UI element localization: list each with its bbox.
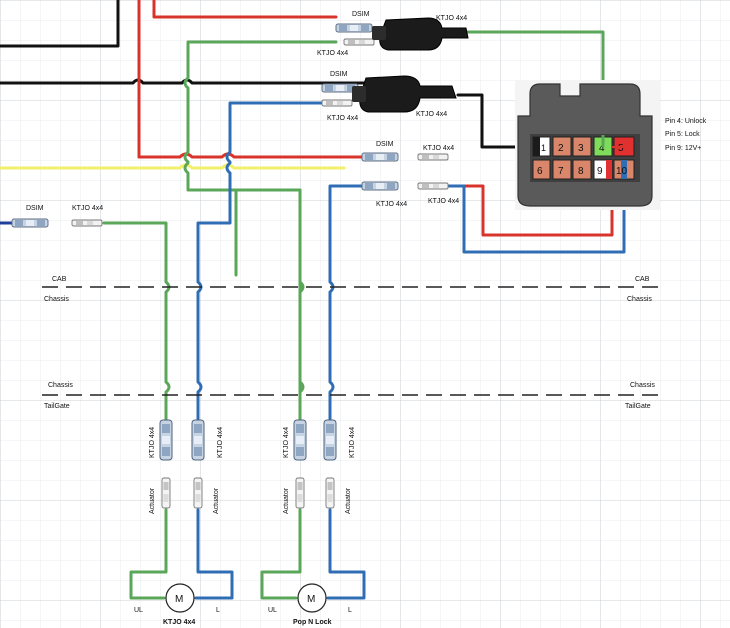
svg-text:9: 9 xyxy=(597,166,603,177)
ktjo-male-3 xyxy=(417,153,449,161)
zone-cab-left: CAB xyxy=(52,276,67,283)
svg-text:4: 4 xyxy=(599,143,605,154)
dsim-crimp-left xyxy=(11,218,49,228)
dsim-crimp-3 xyxy=(361,152,399,162)
vlabel-actuator-4: Actuator xyxy=(345,487,352,514)
label-ktjo-5: KTJO 4x4 xyxy=(423,145,454,152)
ktjo-crimp-v2 xyxy=(191,419,205,461)
label-ktjo-2: KTJO 4x4 xyxy=(317,50,348,57)
label-dsim-left: DSIM xyxy=(26,205,44,212)
vlabel-ktjo-3: KTJO 4x4 xyxy=(283,427,290,458)
actuator-male-v2 xyxy=(193,477,203,509)
wire-black-top xyxy=(0,0,120,48)
wire-black-pin1 xyxy=(0,78,542,149)
ktjo-male-1 xyxy=(343,38,375,46)
pinout-9: Pin 9: 12V+ xyxy=(665,145,701,152)
label-dsim-2: DSIM xyxy=(330,71,348,78)
label-dsim-1: DSIM xyxy=(352,11,370,18)
motor-popnlock-name: Pop N Lock xyxy=(293,619,332,626)
wire-blue-pin10 xyxy=(422,168,626,254)
dsim-crimp-1 xyxy=(335,23,373,33)
motor-popnlock-ul: UL xyxy=(268,607,277,614)
label-ktjo-4: KTJO 4x4 xyxy=(416,111,447,118)
ktjo-plug-2 xyxy=(352,75,457,113)
svg-text:8: 8 xyxy=(578,166,584,177)
ktjo-male-4 xyxy=(417,182,449,190)
svg-text:7: 7 xyxy=(558,166,564,177)
ktjo-crimp-v1 xyxy=(159,419,173,461)
zone-tailgate-right: TailGate xyxy=(625,403,651,410)
vlabel-ktjo-4: KTJO 4x4 xyxy=(349,427,356,458)
svg-text:6: 6 xyxy=(537,166,543,177)
wire-motor1-ul xyxy=(129,508,168,600)
pin-3: 3 xyxy=(572,136,592,157)
ktjo-plug-1 xyxy=(372,17,469,51)
vlabel-actuator-2: Actuator xyxy=(213,487,220,514)
motor-popnlock: M xyxy=(297,583,327,613)
zone-chassis-left-2: Chassis xyxy=(48,382,73,389)
wire-yellow xyxy=(0,163,346,170)
actuator-male-v3 xyxy=(295,477,305,509)
vlabel-actuator-1: Actuator xyxy=(149,487,156,514)
label-ktjo-left: KTJO 4x4 xyxy=(72,205,103,212)
svg-text:5: 5 xyxy=(618,143,624,154)
wire-green-main xyxy=(183,40,338,422)
zone-chassis-right-2: Chassis xyxy=(630,382,655,389)
label-ktjo-1: KTJO 4x4 xyxy=(436,15,467,22)
vlabel-actuator-3: Actuator xyxy=(283,487,290,514)
dsim-crimp-4 xyxy=(361,181,399,191)
wire-motor2-l xyxy=(326,508,366,600)
pinout-5: Pin 5: Lock xyxy=(665,131,700,138)
vlabel-ktjo-1: KTJO 4x4 xyxy=(149,427,156,458)
motor-ktjo-l: L xyxy=(216,607,220,614)
pin-7: 7 xyxy=(552,159,572,180)
wire-blue-popnlock xyxy=(328,184,364,422)
zone-chassis-right-1: Chassis xyxy=(627,296,652,303)
pin-9: 9 xyxy=(593,159,613,180)
label-ktjo-6: KTJO 4x4 xyxy=(376,201,407,208)
pin-6: 6 xyxy=(532,159,551,180)
ktjo-crimp-v4 xyxy=(323,419,337,461)
motor-popnlock-symbol: M xyxy=(307,594,315,605)
motor-popnlock-l: L xyxy=(348,607,352,614)
motor-ktjo: M xyxy=(165,583,195,613)
label-dsim-3: DSIM xyxy=(376,141,394,148)
motor-ktjo-symbol: M xyxy=(175,594,183,605)
label-ktjo-7: KTJO 4x4 xyxy=(428,198,459,205)
svg-text:2: 2 xyxy=(558,143,564,154)
svg-text:1: 1 xyxy=(541,143,546,153)
wire-motor1-l xyxy=(194,508,234,600)
ktjo-male-left xyxy=(71,219,103,227)
zone-chassis-left-1: Chassis xyxy=(44,296,69,303)
pin-2: 2 xyxy=(552,136,572,157)
svg-text:3: 3 xyxy=(578,143,584,154)
pin-10: 10 xyxy=(613,159,635,180)
wire-green-left xyxy=(102,221,171,422)
pin-8: 8 xyxy=(572,159,592,180)
actuator-male-v1 xyxy=(161,477,171,509)
svg-text:10: 10 xyxy=(616,166,628,177)
wire-green-popnlock xyxy=(298,188,305,422)
motor-ktjo-ul: UL xyxy=(134,607,143,614)
pinout-4: Pin 4: Unlock xyxy=(665,118,707,125)
ktjo-crimp-v3 xyxy=(293,419,307,461)
label-ktjo-3: KTJO 4x4 xyxy=(327,115,358,122)
wire-red xyxy=(137,0,614,237)
pin-1: 1 xyxy=(532,136,551,157)
motor-ktjo-name: KTJO 4x4 xyxy=(163,619,195,626)
zone-cab-right: CAB xyxy=(635,276,650,283)
vlabel-ktjo-2: KTJO 4x4 xyxy=(217,427,224,458)
wire-blue-ktjo xyxy=(196,101,338,422)
ktjo-male-2 xyxy=(321,99,353,107)
wire-motor2-ul xyxy=(260,508,302,600)
actuator-male-v4 xyxy=(325,477,335,509)
zone-tailgate-left: TailGate xyxy=(44,403,70,410)
